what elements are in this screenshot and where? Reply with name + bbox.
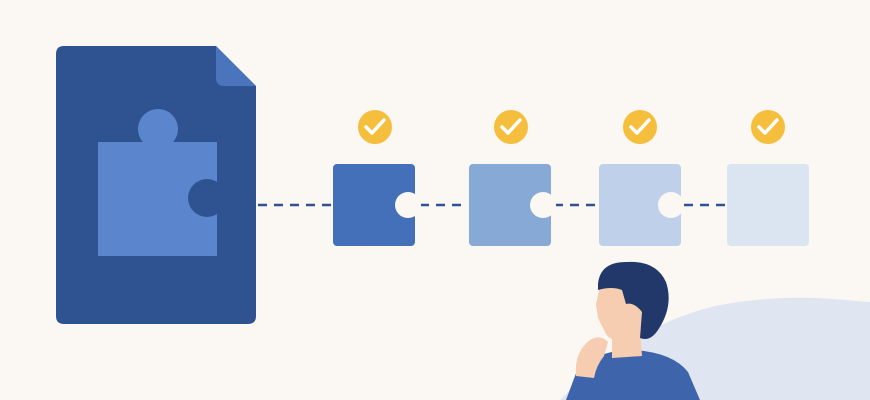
person-hand <box>575 337 608 378</box>
puzzle-piece-icon <box>599 164 681 246</box>
check-circle-icon <box>751 110 785 144</box>
document-icon <box>56 46 256 324</box>
puzzle-notch <box>395 192 421 218</box>
check-circle-icon <box>623 110 657 144</box>
thinking-person-icon <box>566 261 700 400</box>
check-circle-icon <box>494 110 528 144</box>
puzzle-notch <box>658 192 684 218</box>
person-hair <box>598 261 669 339</box>
step-3 <box>599 110 684 246</box>
step-2 <box>469 110 556 246</box>
puzzle-notch <box>188 179 226 217</box>
puzzle-piece-icon <box>333 164 415 246</box>
puzzle-piece-icon <box>469 164 551 246</box>
step-1 <box>333 110 421 246</box>
check-circle-icon <box>358 110 392 144</box>
puzzle-piece-icon <box>98 109 217 256</box>
document-fold <box>216 46 256 86</box>
puzzle-piece-icon <box>727 164 809 246</box>
step-4 <box>727 110 809 246</box>
puzzle-notch <box>530 192 556 218</box>
